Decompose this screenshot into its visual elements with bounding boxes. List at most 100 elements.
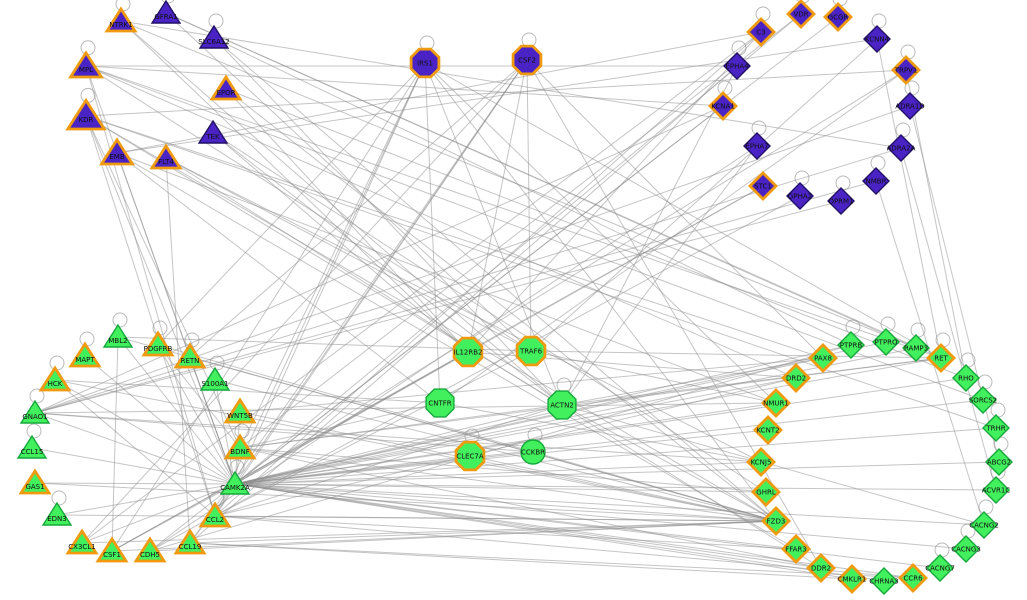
node-ccr6[interactable]: CCR6 bbox=[898, 563, 928, 593]
node-gpha2[interactable]: GPHA2 bbox=[786, 182, 814, 210]
node-mapt[interactable]: MAPT bbox=[68, 341, 102, 368]
node-actn2[interactable]: ACTN2 bbox=[547, 390, 577, 420]
octagon-shape bbox=[409, 47, 441, 79]
edge bbox=[875, 180, 985, 526]
node-c3[interactable]: C3 bbox=[746, 17, 776, 47]
node-oprm1[interactable]: OPRM1 bbox=[827, 187, 855, 215]
edge bbox=[189, 542, 853, 580]
diamond-shape bbox=[870, 567, 898, 595]
edge bbox=[189, 356, 777, 522]
edge bbox=[225, 88, 967, 379]
edge bbox=[85, 65, 724, 107]
node-edn3[interactable]: EDN3 bbox=[41, 501, 73, 526]
node-csf2[interactable]: CSF2 bbox=[511, 44, 543, 76]
self-loop bbox=[751, 120, 767, 136]
edge bbox=[526, 59, 532, 352]
node-gas1[interactable]: GAS1 bbox=[18, 468, 52, 495]
node-s100a1[interactable]: S100A1 bbox=[199, 366, 231, 391]
node-stc1[interactable]: STC1 bbox=[748, 171, 778, 201]
node-chrna3[interactable]: CHRNA3 bbox=[869, 567, 899, 595]
node-ptpro[interactable]: PTPRO bbox=[872, 328, 900, 356]
diamond-shape bbox=[837, 564, 867, 594]
diamond-shape bbox=[743, 132, 771, 160]
node-mbl2[interactable]: MBL2 bbox=[102, 323, 134, 348]
triangle-shape bbox=[223, 433, 257, 460]
edge bbox=[439, 402, 762, 463]
edge bbox=[85, 115, 236, 485]
node-acvr1c[interactable]: ACVR1C bbox=[982, 476, 1011, 504]
diamond-shape bbox=[896, 92, 924, 120]
node-cacng7[interactable]: CACNG7 bbox=[925, 554, 955, 582]
node-adra1d[interactable]: ADRA1D bbox=[895, 92, 925, 120]
triangle-shape bbox=[133, 536, 167, 563]
edge bbox=[189, 542, 914, 579]
node-trpv1[interactable]: TRPV1 bbox=[891, 55, 921, 85]
diamond-shape bbox=[823, 2, 853, 32]
edge bbox=[225, 88, 777, 522]
node-il12rb2[interactable]: IL12RB2 bbox=[452, 336, 484, 368]
node-mpl[interactable]: MPL bbox=[68, 50, 104, 79]
node-gcgr[interactable]: GCGR bbox=[823, 2, 853, 32]
edge bbox=[214, 59, 528, 517]
node-ret[interactable]: RET bbox=[926, 343, 956, 373]
node-cckbr[interactable]: CCKBR bbox=[520, 439, 546, 465]
node-nmbr[interactable]: NMBR bbox=[862, 167, 890, 195]
edge bbox=[234, 483, 767, 493]
triangle-shape bbox=[102, 323, 134, 348]
node-gnao1[interactable]: GNAO1 bbox=[19, 399, 51, 424]
node-kcnj5[interactable]: KCNJ5 bbox=[746, 447, 776, 477]
node-cx3cl1[interactable]: CX3CL1 bbox=[65, 528, 99, 555]
node-adra2a[interactable]: ADRA2A bbox=[887, 134, 916, 162]
node-cacng3[interactable]: CACNG3 bbox=[951, 535, 981, 563]
node-epor[interactable]: EPOR bbox=[209, 74, 243, 101]
triangle-shape bbox=[38, 365, 72, 392]
edge bbox=[234, 105, 724, 485]
node-cmklr1[interactable]: CMKLR1 bbox=[837, 564, 867, 594]
node-irs1[interactable]: IRS1 bbox=[409, 47, 441, 79]
node-kcnn4[interactable]: KCNN4 bbox=[863, 25, 891, 53]
self-loop bbox=[755, 6, 771, 22]
edge bbox=[85, 115, 216, 517]
edge bbox=[157, 344, 241, 449]
node-traf6[interactable]: TRAF6 bbox=[515, 335, 547, 367]
node-hck[interactable]: HCK bbox=[38, 365, 72, 392]
node-rho[interactable]: RHO bbox=[952, 364, 980, 392]
node-trhr[interactable]: TRHR bbox=[982, 414, 1010, 442]
triangle-shape bbox=[104, 6, 138, 33]
edge bbox=[54, 379, 236, 485]
edge bbox=[85, 115, 824, 359]
node-ghrl[interactable]: GHRL bbox=[751, 477, 781, 507]
node-abcg2[interactable]: ABCG2 bbox=[985, 448, 1013, 476]
node-fzd3[interactable]: FZD3 bbox=[761, 506, 791, 536]
diamond-shape bbox=[723, 52, 751, 80]
node-kcna1[interactable]: KCNA1 bbox=[708, 91, 738, 121]
diamond-shape bbox=[753, 415, 783, 445]
diamond-shape bbox=[863, 25, 891, 53]
node-ccl15[interactable]: CCL15 bbox=[16, 434, 48, 459]
self-loop bbox=[556, 377, 572, 393]
node-cacng2[interactable]: CACNG2 bbox=[969, 511, 999, 539]
octagon-shape bbox=[511, 44, 543, 76]
node-ntrk1[interactable]: NTRK1 bbox=[104, 6, 138, 33]
octagon-shape bbox=[515, 335, 547, 367]
self-loop bbox=[115, 0, 131, 12]
edge bbox=[526, 59, 824, 359]
node-kcnt2[interactable]: KCNT2 bbox=[753, 415, 783, 445]
node-cntfr[interactable]: CNTFR bbox=[425, 388, 455, 418]
node-pdgfrb[interactable]: PDGFRB bbox=[141, 330, 175, 357]
self-loop bbox=[161, 0, 175, 4]
edge bbox=[81, 483, 236, 544]
edge bbox=[56, 514, 777, 522]
edge bbox=[467, 59, 528, 353]
edge bbox=[239, 13, 802, 449]
node-kdr[interactable]: KDR bbox=[65, 97, 107, 131]
edge bbox=[120, 20, 902, 149]
node-clec7a[interactable]: CLEC7A bbox=[454, 440, 486, 472]
node-tek[interactable]: TEK bbox=[197, 119, 229, 144]
octagon-shape bbox=[454, 440, 486, 472]
node-drd2[interactable]: DRD2 bbox=[781, 363, 811, 393]
node-emb[interactable]: EMB bbox=[99, 137, 135, 166]
node-gfra1[interactable]: GFRA1 bbox=[150, 0, 182, 24]
node-vdr[interactable]: VDR bbox=[786, 0, 816, 29]
diamond-shape bbox=[837, 331, 865, 359]
